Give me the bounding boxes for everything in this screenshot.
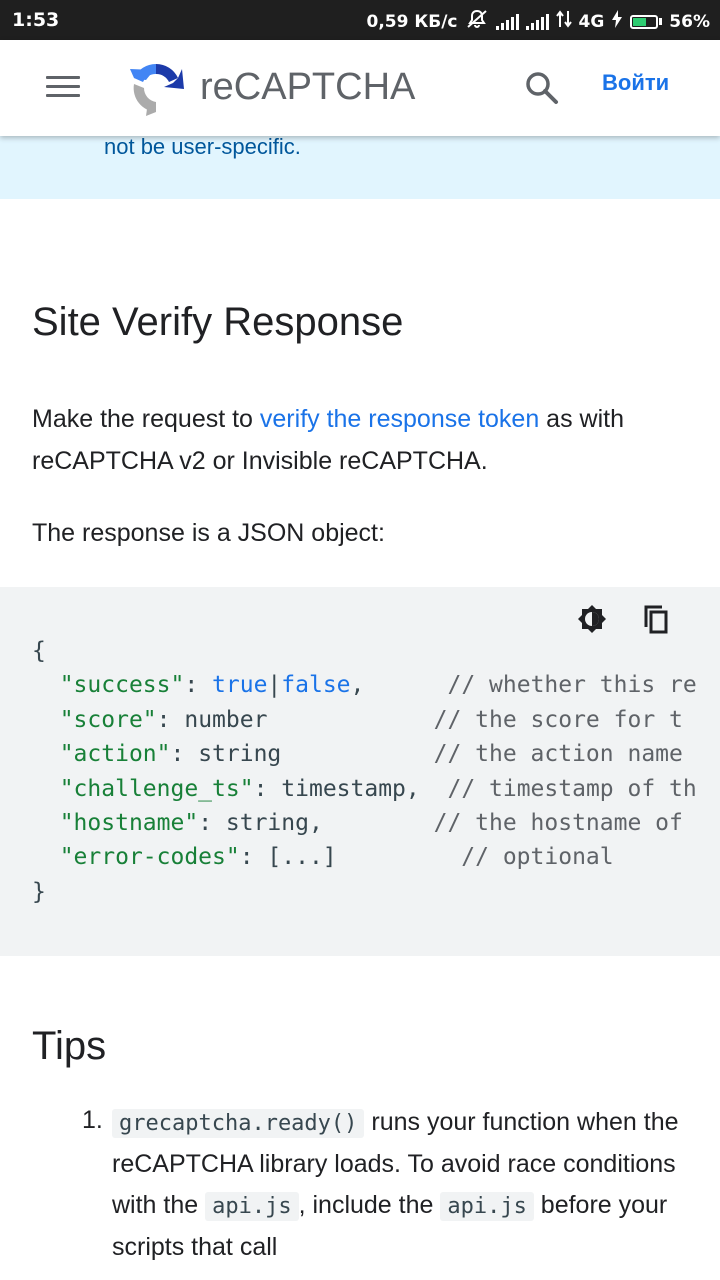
charging-icon: [611, 10, 623, 33]
section-intro: Make the request to verify the response …: [32, 405, 624, 475]
search-button[interactable]: [524, 70, 560, 106]
copy-icon: [644, 605, 668, 634]
status-time: 1:53: [12, 9, 60, 31]
code-close-brace: }: [32, 878, 46, 905]
mute-icon: [465, 9, 489, 34]
code-grecaptcha-ready: grecaptcha.ready(): [112, 1109, 365, 1138]
brightness-icon: [578, 605, 606, 633]
theme-toggle-button[interactable]: [576, 603, 608, 635]
status-icons: 0,59 КБ/с 4G 56%: [366, 9, 710, 34]
copy-button[interactable]: [640, 603, 672, 635]
tips-title: Tips: [32, 1024, 107, 1068]
signal-icon-2: [525, 13, 549, 30]
network-speed: 0,59 КБ/с: [366, 11, 458, 32]
network-type: 4G: [578, 11, 605, 32]
battery-icon: [630, 14, 663, 29]
tip-number: 1.: [82, 1106, 103, 1134]
code-open-brace: {: [32, 638, 46, 664]
note-text: not be user-specific.: [104, 134, 301, 159]
data-arrows-icon: [555, 10, 572, 33]
brand-title[interactable]: reCAPTCHA: [200, 66, 416, 108]
json-code: { "success": true|false, // whether this…: [32, 638, 697, 905]
code-api-js-2: api.js: [440, 1192, 534, 1221]
signal-icon: [495, 13, 519, 30]
section-title: Site Verify Response: [32, 300, 404, 344]
code-block: { "success": true|false, // whether this…: [0, 587, 720, 956]
battery-percent: 56%: [669, 11, 710, 32]
note-callout: not be user-specific.: [0, 134, 720, 199]
code-api-js: api.js: [205, 1192, 299, 1221]
status-bar: 1:53 0,59 КБ/с 4G 56%: [0, 0, 720, 40]
hamburger-icon: [46, 76, 80, 79]
verify-token-link[interactable]: verify the response token: [259, 405, 540, 433]
signin-button[interactable]: Войти: [602, 70, 670, 95]
recaptcha-logo: [126, 58, 186, 118]
app-bar: reCAPTCHA Войти: [0, 40, 720, 136]
menu-button[interactable]: [46, 76, 80, 102]
json-intro: The response is a JSON object:: [32, 519, 385, 547]
tip-item: grecaptcha.ready() runs your function wh…: [112, 1108, 679, 1261]
search-icon: [526, 72, 558, 104]
